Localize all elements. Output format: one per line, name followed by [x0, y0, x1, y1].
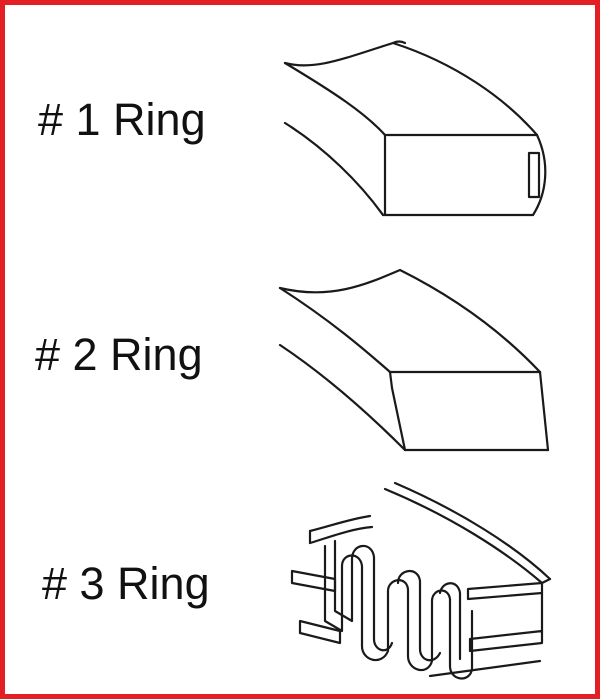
oil-control-ring-expander-icon	[290, 481, 552, 680]
ring-2-illustration	[270, 260, 560, 475]
ring-3-label: # 3 Ring	[42, 558, 210, 609]
compression-ring-barrel-face-icon	[283, 40, 547, 217]
ring-2-label: # 2 Ring	[35, 329, 203, 380]
ring-1-label: # 1 Ring	[38, 94, 206, 145]
ring-1-illustration	[275, 23, 555, 223]
ring-3-illustration	[280, 471, 570, 694]
compression-ring-taper-face-icon	[278, 268, 550, 452]
